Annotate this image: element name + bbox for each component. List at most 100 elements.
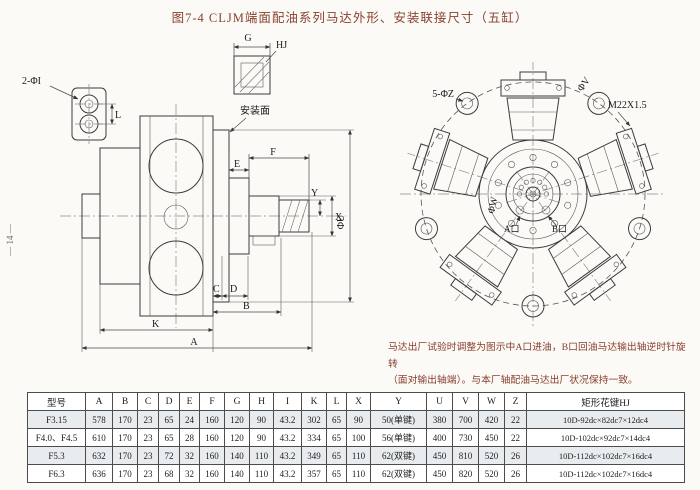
value-cell: 120 [224, 428, 250, 447]
value-cell: 32 [179, 464, 200, 483]
column-header: U [426, 392, 453, 411]
dim-label-phi-v: ΦV [575, 75, 593, 94]
value-cell: 334 [301, 428, 327, 447]
value-cell: 170 [112, 410, 138, 429]
value-cell: 62(双键) [370, 464, 427, 483]
port-b-label: B口 [552, 224, 567, 234]
value-cell: 43.2 [273, 410, 302, 429]
dim-label-phi-u: ΦU [336, 214, 347, 229]
dim-label-e: E [234, 159, 240, 170]
dims-x-y [279, 195, 336, 237]
dim-phi-u [229, 129, 354, 303]
value-cell: 43.2 [273, 464, 302, 483]
value-cell: 56(单键) [370, 428, 427, 447]
model-cell: F5.3 [27, 446, 86, 465]
value-cell: 65 [158, 428, 180, 447]
value-cell: 28 [179, 428, 200, 447]
model-cell: F3.15 [27, 410, 86, 429]
value-cell: 10D-112dc×102dc7×16dc4 [526, 464, 685, 483]
value-cell: 160 [199, 464, 225, 483]
spline-ref-label: HJ [276, 40, 287, 51]
value-cell: 400 [426, 428, 453, 447]
value-cell: 24 [179, 410, 200, 429]
model-cell: F4.0、F4.5 [27, 428, 86, 447]
value-cell: 23 [137, 428, 159, 447]
value-cell: 120 [224, 410, 250, 429]
value-cell: 420 [478, 410, 505, 429]
column-header: F [199, 392, 225, 411]
value-cell: 65 [158, 410, 180, 429]
value-cell: 43.2 [273, 446, 302, 465]
page-title: 图7-4 CLJM端面配油系列马达外形、安装联接尺寸（五缸） [171, 11, 529, 25]
column-header: L [326, 392, 347, 411]
value-cell: 65 [326, 428, 347, 447]
value-cell: 170 [112, 464, 138, 483]
value-cell: 357 [301, 464, 327, 483]
value-cell: 110 [249, 464, 274, 483]
dim-label-x: X [335, 212, 343, 223]
dim-label-b: B [243, 301, 250, 312]
value-cell: 110 [249, 446, 274, 465]
dims-bottom [81, 232, 313, 352]
motor-body-outline [81, 115, 310, 317]
valve-housing [478, 139, 588, 249]
value-cell: 450 [478, 428, 505, 447]
value-cell: 65 [326, 464, 347, 483]
note-line-1: 马达出厂试验时调整为图示中A口进油，B口回油马达输出轴逆时针旋转 [388, 342, 686, 370]
value-cell: 26 [504, 464, 527, 483]
column-header: H [249, 392, 274, 411]
value-cell: 22 [504, 410, 527, 429]
value-cell: 26 [504, 446, 527, 465]
value-cell: 632 [85, 446, 113, 465]
column-header: 矩形花键HJ [526, 392, 685, 411]
port-a-label: A口 [504, 224, 520, 234]
column-header: W [478, 392, 505, 411]
column-header: A [85, 392, 113, 411]
value-cell: 610 [85, 428, 113, 447]
dim-label-d: D [230, 284, 237, 295]
dim-label-phi-w: ΦW [486, 195, 500, 214]
column-header: D [158, 392, 180, 411]
value-cell: 140 [224, 446, 250, 465]
column-header: E [179, 392, 200, 411]
thread-label: M22X1.5 [608, 100, 647, 111]
holes-label: 2-ΦI [22, 76, 41, 87]
dim-label-f: F [270, 147, 276, 158]
value-cell: 140 [224, 464, 250, 483]
model-cell: F6.3 [27, 464, 86, 483]
value-cell: 32 [179, 446, 200, 465]
value-cell: 380 [426, 410, 453, 429]
dim-label-c: C [213, 284, 220, 295]
value-cell: 10D-112dc×102dc7×16dc4 [526, 446, 685, 465]
dim-label-g: G [244, 33, 251, 44]
dim-label-k: K [152, 319, 160, 330]
value-cell: 160 [199, 428, 225, 447]
column-header: Z [504, 392, 527, 411]
value-cell: 22 [504, 428, 527, 447]
column-header: V [452, 392, 479, 411]
value-cell: 520 [478, 464, 505, 483]
value-cell: 100 [346, 428, 371, 447]
value-cell: 170 [112, 446, 138, 465]
column-header: C [137, 392, 159, 411]
value-cell: 43.2 [273, 428, 302, 447]
value-cell: 90 [249, 428, 274, 447]
value-cell: 23 [137, 410, 159, 429]
column-header: Y [370, 392, 427, 411]
value-cell: 10D-102dc×92dc7×14dc4 [526, 428, 685, 447]
value-cell: 636 [85, 464, 113, 483]
value-cell: 65 [326, 446, 347, 465]
column-header: X [346, 392, 371, 411]
value-cell: 110 [346, 464, 371, 483]
value-cell: 700 [452, 410, 479, 429]
column-header: I [273, 392, 302, 411]
note-line-2: （面对输出轴端）。与本厂轴配油马达出厂状况保持一致。 [388, 375, 638, 387]
mount-holes-label: 5-ΦZ [432, 89, 454, 100]
value-cell: 450 [426, 464, 453, 483]
